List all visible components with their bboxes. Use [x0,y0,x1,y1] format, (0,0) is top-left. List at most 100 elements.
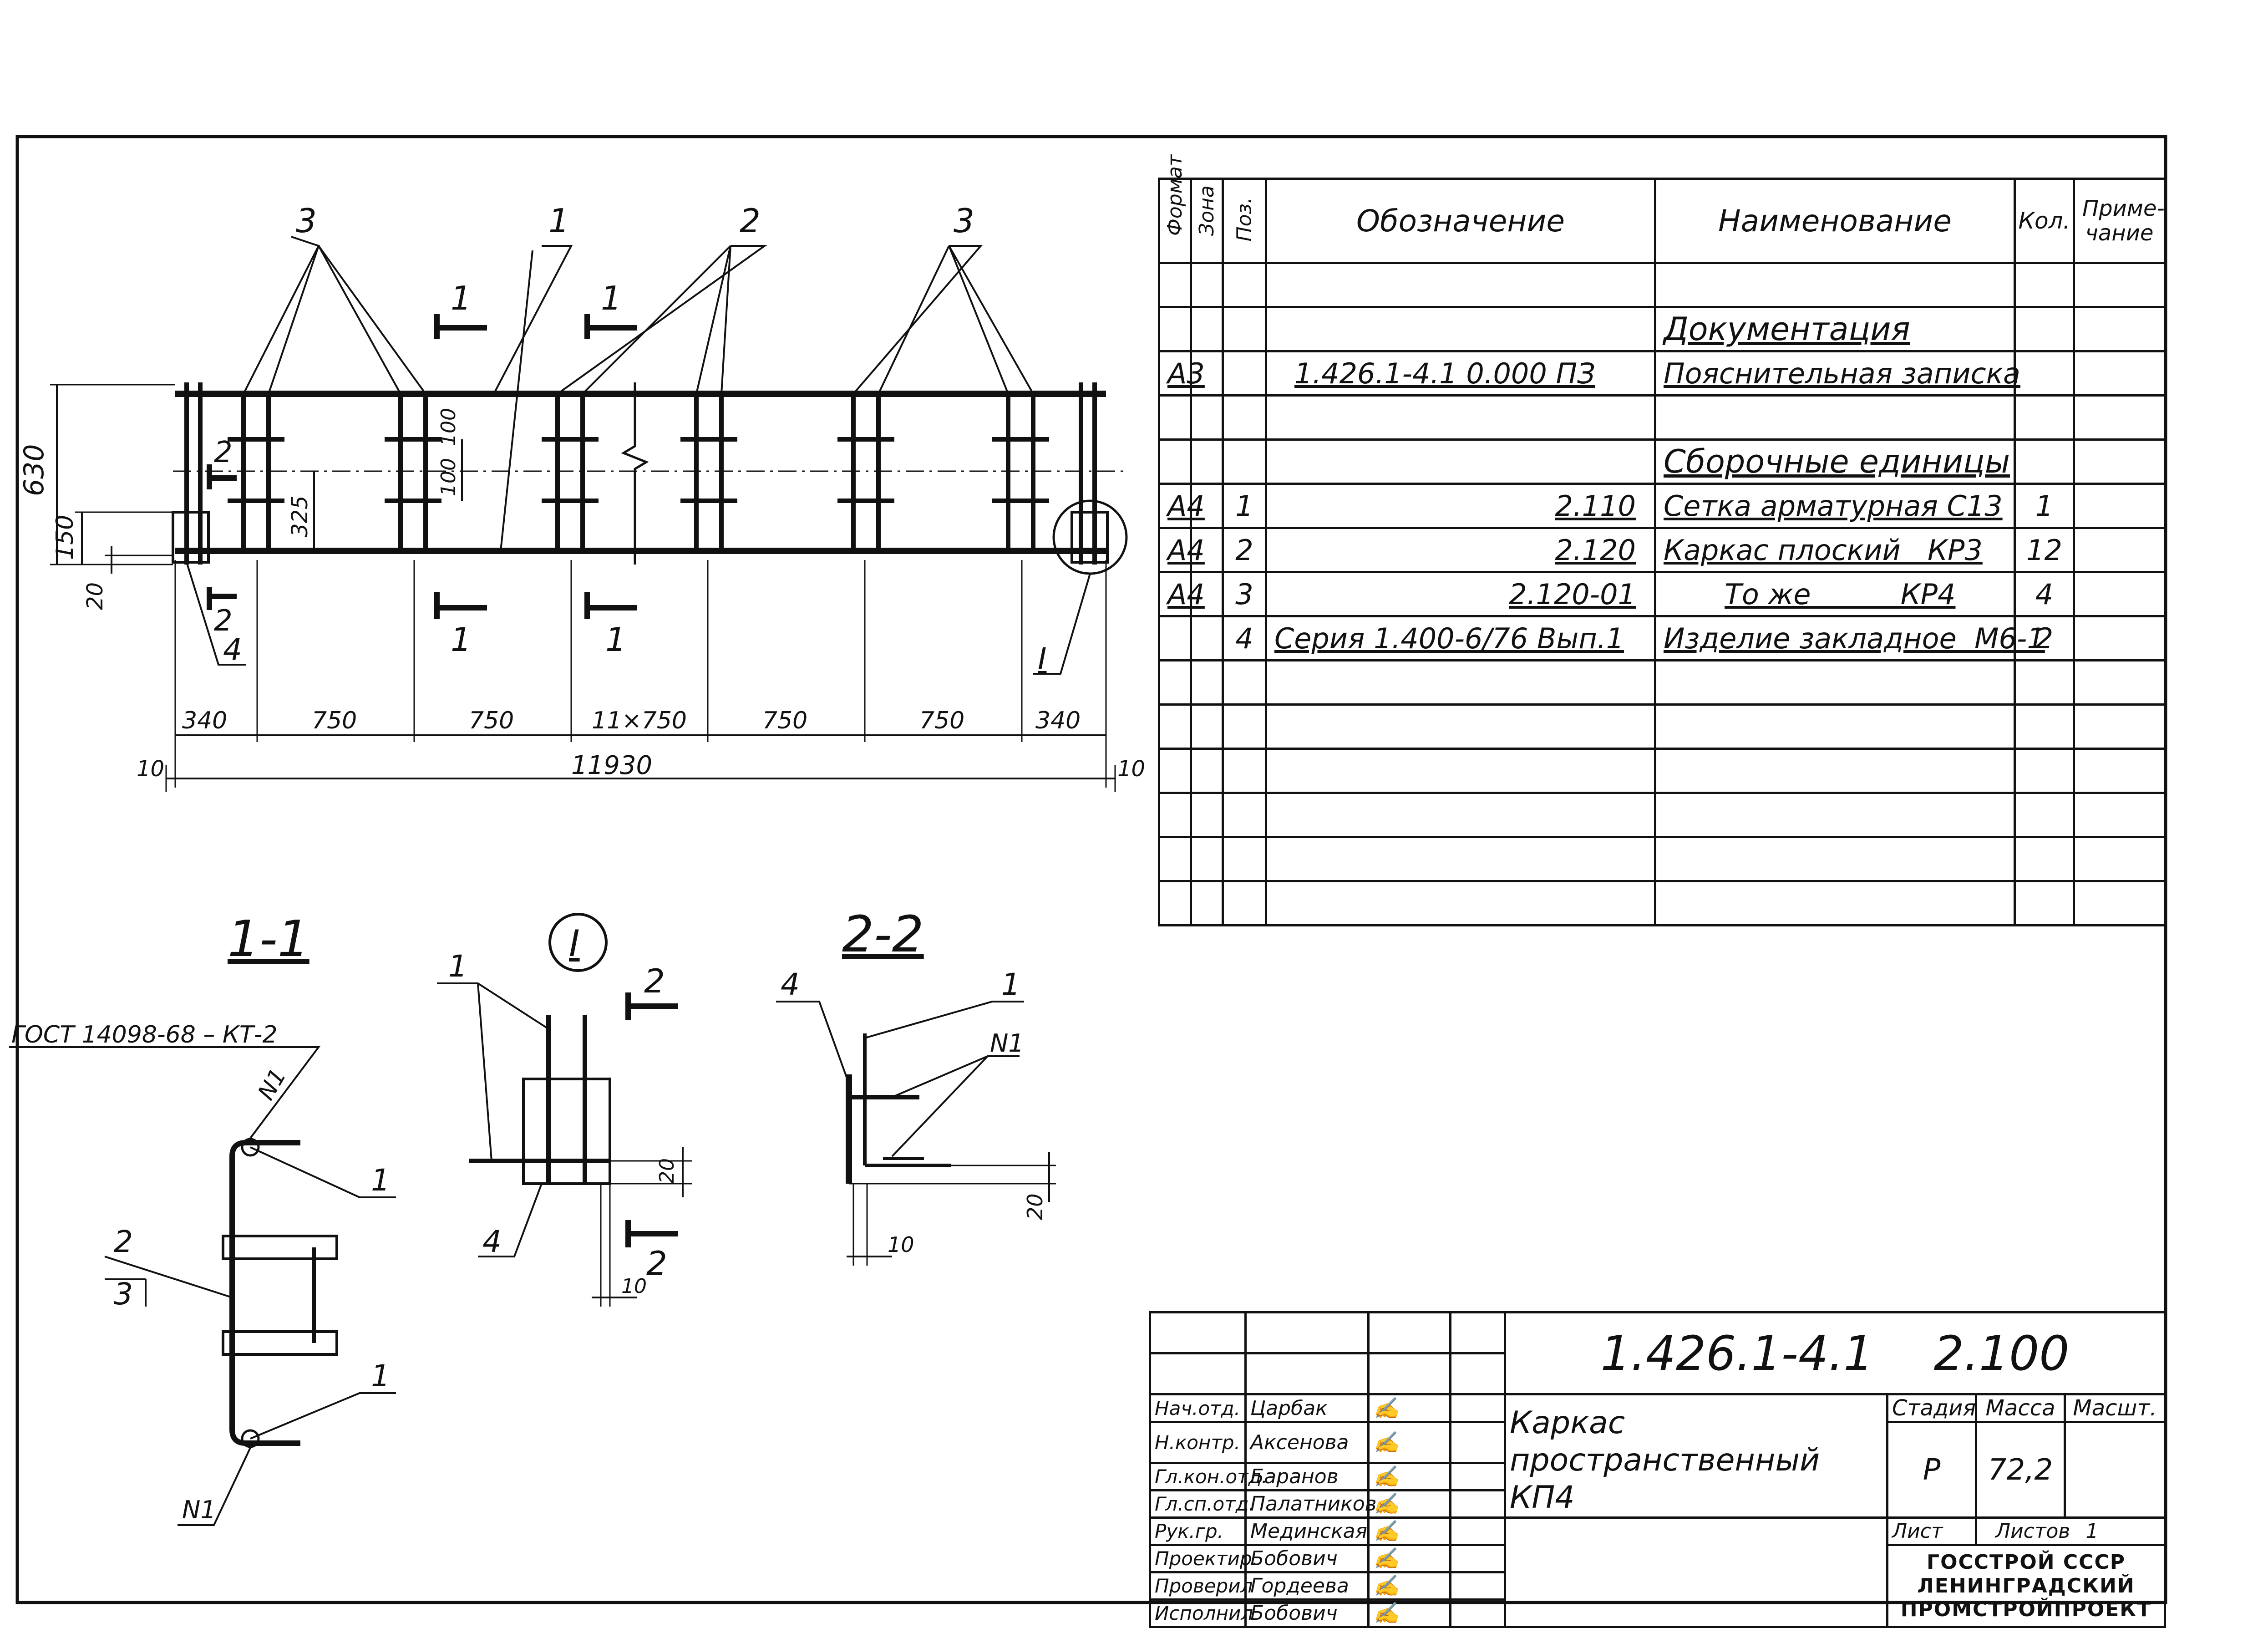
title-block: 1.426.1-4.1 2.100 Нач.отд. Царбак ✍ Карк… [1149,1311,2167,1628]
spec-header-format: Формат [1158,154,1192,264]
section-1-1-gost: ГОСТ 14098-68 – КТ-2 [11,1021,277,1048]
leader-label-pos3-right: 3 [954,202,974,240]
dim-total: 11930 [571,751,652,780]
detail-I-title: I [569,922,580,965]
leader-label-pos4: 4 [223,632,242,667]
spec-cell-qty [2014,438,2075,485]
title-block-grid: 1.426.1-4.1 2.100 Нач.отд. Царбак ✍ Карк… [1149,1311,2167,1628]
spec-cell-pos: 1 [1222,483,1267,529]
sheet-frame [15,135,2167,1604]
signature: ✍ [1367,1421,1451,1464]
signature: ✍ [1367,1544,1451,1573]
dim-150: 150 [51,515,79,560]
signer-name: Мединская [1244,1516,1370,1546]
dim-end-left: 10 [137,756,164,782]
spec-row: Документация [1158,306,2166,352]
signer-name: Гордеева [1244,1571,1370,1601]
spec-header-pos: Поз. [1222,178,1267,264]
spec-cell-qty: 2 [2014,615,2075,661]
scale-value [2063,1421,2167,1519]
cut-mark-1-bot-a: 1 [451,621,472,659]
spec-row: А4 3 2.120-01 То же КР4 4 [1158,571,2166,617]
mass-label: Масса [1975,1393,2066,1423]
stage-label: Стадия [1886,1393,1977,1423]
spec-cell-designation: 1.426.1-4.1 0.000 ПЗ [1265,350,1656,397]
spec-cell-format: А3 [1158,350,1205,397]
leader-label-pos2-top: 2 [740,202,761,240]
detail-I-view [437,913,692,1307]
spec-cell-designation: 2.110 [1265,483,1656,529]
sheet-label: Лист [1886,1516,1977,1546]
section-2-2-dim-20: 20 [1023,1193,1047,1220]
signature: ✍ [1367,1598,1451,1628]
signature: ✍ [1367,1462,1451,1491]
spec-cell-format [1158,615,1192,661]
spec-cell-name: Пояснительная записка [1654,350,2020,397]
spec-cell-pos: 2 [1222,527,1267,573]
spec-cell-name: Сетка арматурная С13 [1654,483,2016,529]
detail-I-pos1: 1 [448,949,467,984]
stage-value: Р [1886,1421,1977,1519]
spec-cell-format: А4 [1158,571,1205,617]
signer-name: Царбак [1244,1393,1370,1423]
detail-I-pos4: 4 [482,1224,502,1259]
spec-section-documentation: Документация [1654,306,2016,352]
cut-mark-1-top-b: 1 [601,279,622,317]
spec-cell-designation: Серия 1.400-6/76 Вып.1 [1265,615,1656,661]
dim-spacing-5: 750 [762,707,807,734]
spec-cell-qty: 4 [2014,571,2075,617]
section-2-2-pos4: 4 [781,967,800,1002]
spec-cell-name: То же КР4 [1654,571,2016,617]
section-2-2-labels: 2-2 4 1 N1 20 10 [781,905,1047,1257]
spec-section-assembly-units: Сборочные единицы [1654,438,2016,485]
signature: ✍ [1367,1516,1451,1546]
signer-name: Баранов [1244,1462,1370,1491]
dim-spacing-2: 750 [312,707,357,734]
spec-cell-pos [1222,350,1267,397]
spec-cell-name: Каркас плоский КР3 [1654,527,2016,573]
detail-I-cut-top: 2 [644,962,665,1000]
spec-header-zone: Зона [1190,178,1224,264]
detail-I-dim-10: 10 [621,1275,647,1298]
spec-row [1158,394,2166,441]
spec-cell-pos [1222,438,1267,485]
spec-row [1158,703,2166,750]
section-2-2-n1: N1 [990,1029,1024,1058]
dim-end-right: 10 [1117,756,1145,782]
signer-role: Гл.сп.отд. [1149,1489,1255,1519]
dim-spacing-7: 340 [1035,707,1081,734]
section-1-1-pos1-bot: 1 [371,1358,390,1394]
signer-name: Палатников [1244,1489,1377,1519]
dim-100-a: 100 [437,458,460,496]
spec-header-qty: Кол. [2014,178,2075,264]
dim-100-b: 100 [437,408,460,446]
spec-cell-qty: 12 [2014,527,2075,573]
spec-header-row: Формат Зона Поз. Обозначение Наименовани… [1158,154,2166,264]
signer-role: Исполнил [1149,1598,1253,1628]
section-1-1 [9,1046,396,1526]
signer-role: Проектир. [1149,1544,1258,1573]
section-1-1-labels: 1-1 ГОСТ 14098-68 – КТ-2 N1 N1 1 1 2 3 [11,910,390,1524]
spec-cell-format: А4 [1158,527,1205,573]
spec-cell-designation [1265,438,1656,485]
signer-role: Н.контр. [1149,1421,1247,1464]
spec-cell-pos: 4 [1222,615,1267,661]
spec-cell-pos: 3 [1222,571,1267,617]
cut-mark-1-top-a: 1 [451,279,472,317]
signature: ✍ [1367,1489,1451,1519]
signer-role: Рук.гр. [1149,1516,1247,1546]
spec-cell-format [1158,438,1192,485]
spec-cell-format [1158,306,1192,352]
spec-row [1158,836,2166,882]
detail-I-cut-bot: 2 [646,1244,667,1282]
spec-row: А4 1 2.110 Сетка арматурная С13 1 [1158,483,2166,529]
signer-role: Нач.отд. [1149,1393,1247,1423]
signer-name: Бобович [1244,1544,1370,1573]
spec-row: Сборочные единицы [1158,438,2166,485]
plan-view [50,236,1129,792]
dim-spacing-3: 750 [469,707,514,734]
signature: ✍ [1367,1393,1451,1423]
section-2-2 [776,1001,1056,1266]
